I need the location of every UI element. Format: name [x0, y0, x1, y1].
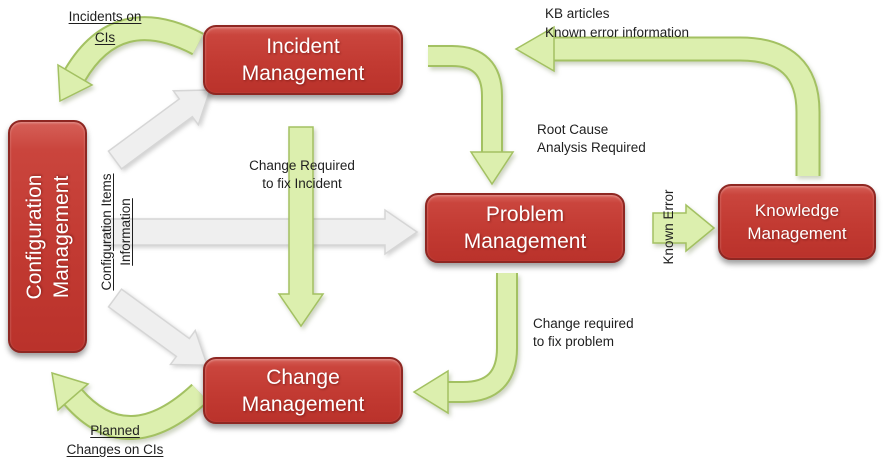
arrow-band [428, 47, 501, 152]
arrow-incident-to-config [57, 16, 204, 103]
arrow-shape [107, 288, 209, 366]
label-change-required-to-fix-problem: Change required to fix problem [533, 316, 634, 349]
arrow-shape [652, 203, 716, 253]
arrow-shape [104, 208, 419, 256]
box-knowledge-management: Knowledge Management [718, 184, 876, 260]
box-label: Incident Management [241, 35, 365, 85]
arrow-head [51, 371, 90, 412]
box-problem-management: Problem Management [425, 193, 625, 263]
label-planned-changes-on-cis: Planned Changes on CIs [66, 423, 164, 457]
box-label: Configuration Management [22, 174, 73, 299]
label-root-cause-analysis-required: Root Cause Analysis Required [537, 122, 646, 155]
label-kb-articles: KB articles Known error information [545, 6, 690, 40]
arrow-incident-to-change [277, 126, 325, 328]
arrow-knowledge-to-incident [514, 25, 821, 176]
arrow-head [412, 369, 449, 415]
label-configuration-items-information: Configuration Items Information [99, 173, 133, 291]
arrow-problem-to-knowledge [652, 203, 716, 253]
box-label: Knowledge Management [747, 201, 847, 243]
arrow-shape [277, 126, 325, 328]
arrow-config-to-change [107, 288, 209, 366]
box-change-management: Change Management [203, 357, 403, 424]
box-label: Problem Management [463, 203, 587, 253]
arrow-head [57, 63, 94, 103]
arrow-band [65, 385, 208, 438]
arrow-change-to-config [51, 371, 209, 440]
box-incident-management: Incident Management [203, 25, 403, 95]
arrow-head [469, 151, 515, 186]
box-label: Change Management [241, 365, 365, 416]
arrow-band [65, 18, 203, 81]
arrow-shape [107, 89, 212, 170]
arrow-band [554, 38, 819, 176]
arrow-config-to-problem [104, 208, 419, 256]
label-incidents-on-cis: Incidents on CIs [68, 9, 142, 45]
label-known-error: Known Error [661, 189, 676, 265]
arrow-problem-to-change [412, 273, 518, 415]
label-change-required-to-fix-incident: Change Required to fix Incident [249, 158, 355, 191]
box-configuration-management: Configuration Management [8, 120, 87, 353]
arrow-config-to-incident [107, 89, 212, 170]
arrow-head [514, 25, 555, 73]
arrow-incident-to-problem [428, 45, 515, 186]
arrow-band [448, 273, 516, 401]
